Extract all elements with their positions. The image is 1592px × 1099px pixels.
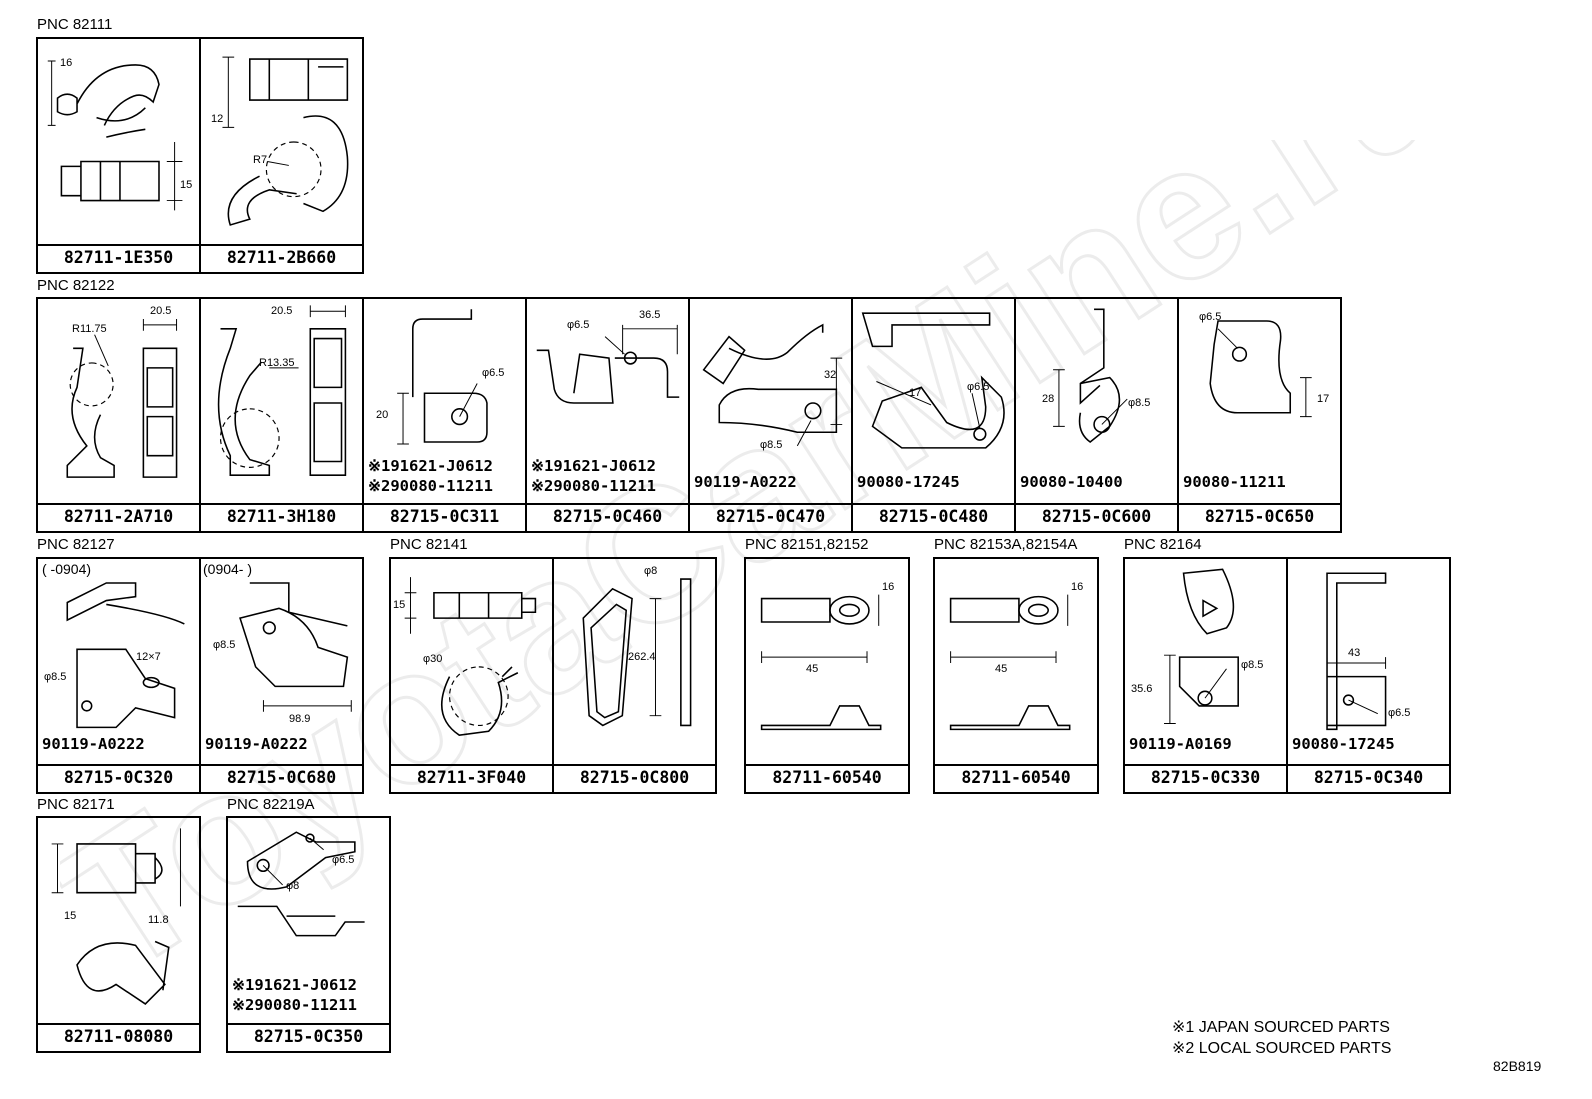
part-cell[interactable]: 17 φ6.5 90080-17245 82715-0C480 [851, 297, 1016, 533]
part-illustration: φ6.5 17 90080-11211 [1183, 311, 1330, 491]
part-illustration: φ8 262.4 [554, 559, 715, 766]
part-number: 82711-3F040 [391, 764, 552, 792]
group-label: PNC 82122 [37, 277, 115, 294]
part-number: 82715-0C600 [1016, 503, 1177, 531]
part-illustration: 35.6 φ8.5 90119-A0169 [1125, 559, 1286, 766]
part-number: 82715-0C460 [527, 503, 688, 531]
group-label: PNC 82219A [227, 796, 315, 813]
part-cell[interactable]: 35.6 φ8.5 90119-A0169 82715-0C330 [1123, 557, 1288, 794]
part-number: 82711-60540 [746, 764, 908, 792]
part-number: 82715-0C680 [201, 764, 362, 792]
part-cell[interactable]: (0904- ) φ8.5 98.9 90119-A0222 82715-0C6… [199, 557, 364, 794]
group-label: PNC 82151,82152 [745, 536, 869, 553]
part-illustration: 15 φ30 [391, 559, 552, 766]
part-number: 82711-2A710 [38, 503, 199, 531]
part-illustration: 20.5 R13.35 [201, 299, 362, 505]
part-illustration: φ6.5 36.5 ※191621-J0612 ※290080-11211 [527, 299, 688, 505]
part-cell[interactable]: 15 φ30 82711-3F040 [389, 557, 554, 794]
production-period: (0904- ) [203, 561, 253, 577]
part-cell[interactable]: 20.5 R13.35 82711-3H180 [199, 297, 364, 533]
part-number: 82711-1E350 [38, 244, 199, 272]
part-illustration: 43 φ6.5 90080-17245 [1288, 559, 1449, 766]
part-number: 82711-2B660 [201, 244, 362, 272]
part-cell[interactable]: ( -0904) 12×7 φ8.5 90119-A0222 82715-0C3… [36, 557, 201, 794]
part-cell[interactable]: 20 φ6.5 ※191621-J0612 ※290080-11211 8271… [362, 297, 527, 533]
production-period: ( -0904) [42, 561, 92, 577]
part-number: 82715-0C650 [1179, 503, 1340, 531]
group-label: PNC 82141 [390, 536, 468, 553]
part-cell[interactable]: 15 11.8 82711-08080 [36, 816, 201, 1053]
part-cell[interactable]: φ8 262.4 82715-0C800 [552, 557, 717, 794]
part-number: 82715-0C320 [38, 764, 199, 792]
part-illustration: φ6.5 φ8 ※191621-J0612 ※290080-11211 [228, 818, 389, 1025]
part-number: 82715-0C350 [228, 1023, 389, 1051]
part-illustration: 12 R7 [201, 39, 362, 246]
group-label: PNC 82164 [1124, 536, 1202, 553]
part-cell[interactable]: 16 45 82711-60540 [933, 557, 1099, 794]
part-number: 82711-3H180 [201, 503, 362, 531]
part-cell[interactable]: 12 R7 82711-2B660 [199, 37, 364, 274]
part-number: 82715-0C470 [690, 503, 851, 531]
part-number: 82715-0C330 [1125, 764, 1286, 792]
part-cell[interactable]: 32 φ8.5 90119-A0222 82715-0C470 [688, 297, 853, 533]
part-cell[interactable]: 16 45 82711-60540 [744, 557, 910, 794]
part-illustration: 17 φ6.5 90080-17245 [853, 299, 1014, 505]
part-number: 82715-0C800 [554, 764, 715, 792]
part-cell[interactable]: 28 φ8.5 90080-10400 82715-0C600 [1014, 297, 1179, 533]
group-label: PNC 82127 [37, 536, 115, 553]
group-label: PNC 82111 [37, 16, 113, 33]
part-cell[interactable]: φ6.5 17 90080-11211 82715-0C650 [1177, 297, 1342, 533]
part-cell[interactable]: R11.75 20.5 82711-2A710 [36, 297, 201, 533]
part-number: 82715-0C340 [1288, 764, 1449, 792]
part-illustration: R11.75 20.5 [38, 299, 199, 505]
part-illustration: 28 φ8.5 90080-10400 [1016, 299, 1177, 505]
legend-note: ※1 JAPAN SOURCED PARTS [1172, 1019, 1390, 1036]
part-number: 82711-08080 [38, 1023, 199, 1051]
part-number: 82715-0C480 [853, 503, 1014, 531]
group-label: PNC 82171 [37, 796, 115, 813]
part-illustration: 16 15 [38, 39, 199, 246]
part-illustration: 20 φ6.5 ※191621-J0612 ※290080-11211 [364, 299, 525, 505]
part-illustration: (0904- ) φ8.5 98.9 90119-A0222 [201, 559, 362, 766]
part-illustration: ( -0904) 12×7 φ8.5 90119-A0222 [38, 559, 199, 766]
part-illustration: 16 45 [935, 559, 1097, 766]
sourcing-legend: ※1 JAPAN SOURCED PARTS ※2 LOCAL SOURCED … [1172, 1017, 1391, 1059]
legend-note: ※2 LOCAL SOURCED PARTS [1172, 1040, 1392, 1057]
part-cell[interactable]: 43 φ6.5 90080-17245 82715-0C340 [1286, 557, 1451, 794]
part-number: 82711-60540 [935, 764, 1097, 792]
diagram-code: 82B819 [1493, 1058, 1542, 1074]
group-label: PNC 82153A,82154A [934, 536, 1078, 553]
part-number: 82715-0C311 [364, 503, 525, 531]
part-illustration: 15 11.8 [38, 818, 199, 1025]
part-cell[interactable]: φ6.5 φ8 ※191621-J0612 ※290080-11211 8271… [226, 816, 391, 1053]
part-cell[interactable]: φ6.5 36.5 ※191621-J0612 ※290080-11211 82… [525, 297, 690, 533]
part-illustration: 32 φ8.5 90119-A0222 [690, 299, 851, 505]
part-cell[interactable]: 16 15 82711-1E350 [36, 37, 201, 274]
part-illustration: 16 45 [746, 559, 908, 766]
